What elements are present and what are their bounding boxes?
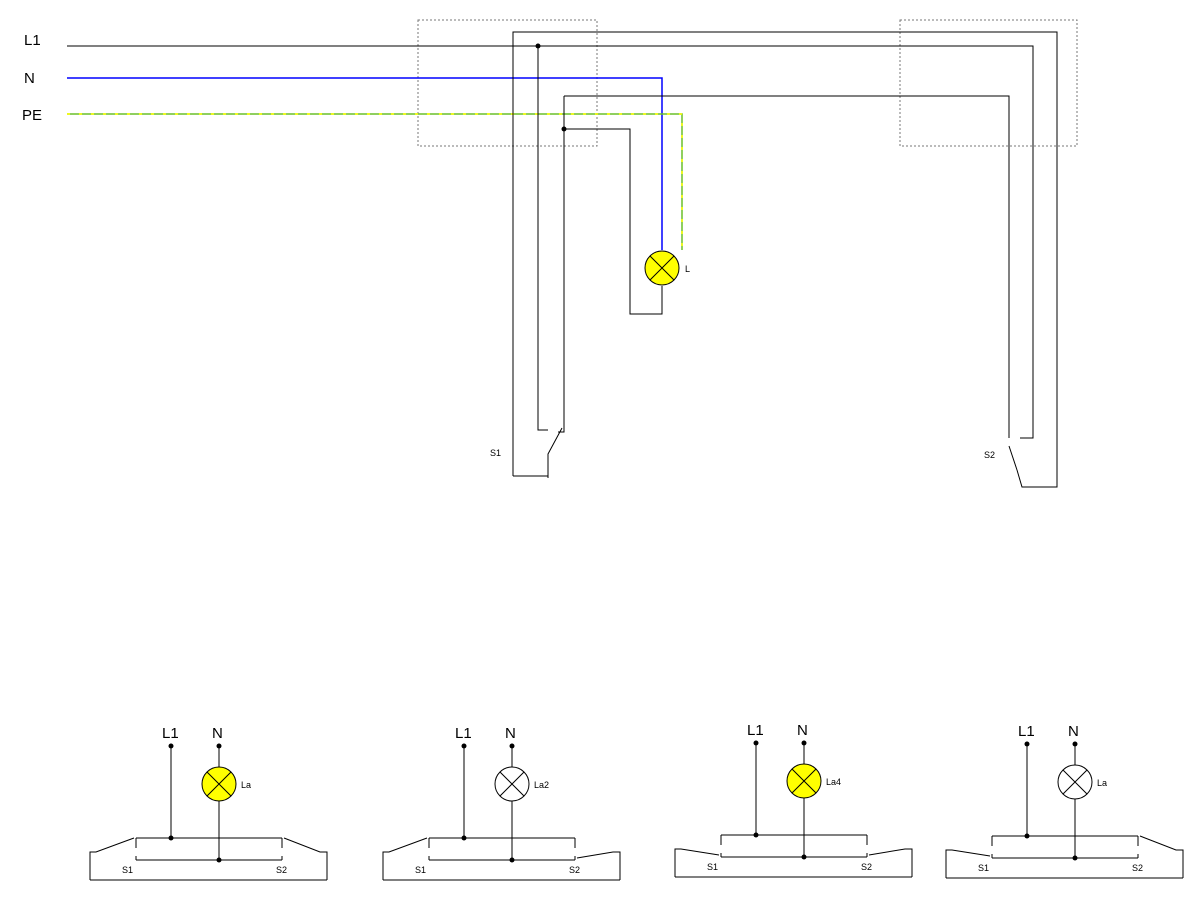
junction-dot xyxy=(801,854,807,860)
junction-dot xyxy=(461,835,467,841)
junction-dot xyxy=(535,43,541,49)
switch-contacts xyxy=(428,838,576,860)
switch-s1-label: S1 xyxy=(978,863,989,873)
junction-dot xyxy=(1024,833,1030,839)
neutral-wire xyxy=(67,77,663,250)
switch-s2-lever xyxy=(868,848,913,877)
state-l1-label: L1 xyxy=(162,725,179,742)
lamp xyxy=(201,766,237,802)
cable-lamp-switched xyxy=(564,128,663,315)
lamp-label: La xyxy=(1097,778,1107,788)
state-n-label: N xyxy=(1068,723,1079,740)
switch-s2-lever xyxy=(283,837,328,880)
lamp-label: La xyxy=(241,780,251,790)
junction-dot xyxy=(1072,855,1078,861)
switch-s2-contact xyxy=(1008,445,1018,471)
junction-dot xyxy=(561,126,567,132)
switch-s2-label: S2 xyxy=(276,865,287,875)
junction-box-right xyxy=(899,19,1078,147)
state-l1-label: L1 xyxy=(1018,723,1035,740)
cable-outer-loop xyxy=(512,31,1058,488)
switch-contacts xyxy=(720,835,868,857)
cable-s1-feed xyxy=(537,46,548,431)
junction-dot xyxy=(216,857,222,863)
pe-wire xyxy=(67,113,683,250)
switch-s2-label: S2 xyxy=(1132,863,1143,873)
lamp-label: La2 xyxy=(534,780,549,790)
state-l1-label: L1 xyxy=(455,725,472,742)
state-n-label: N xyxy=(797,722,808,739)
cable-l1-run xyxy=(430,45,1034,439)
lamp xyxy=(494,766,530,802)
switch-s1-lever xyxy=(382,837,428,880)
lamp xyxy=(786,763,822,799)
l1-line-label: L1 xyxy=(24,32,41,49)
switch-s1-contact xyxy=(513,427,563,478)
cable-traveller xyxy=(564,95,1010,438)
n-line-label: N xyxy=(24,70,35,87)
junction-dot xyxy=(509,857,515,863)
state-n-label: N xyxy=(505,725,516,742)
switch-s1-label: S1 xyxy=(707,862,718,872)
switch-s1-label: S1 xyxy=(490,448,501,458)
lamp xyxy=(1057,764,1093,800)
switch-s1-label: S1 xyxy=(122,865,133,875)
junction-dot xyxy=(753,832,759,838)
lamp-label: L xyxy=(685,264,690,274)
pe-line-label: PE xyxy=(22,107,42,124)
switch-contacts xyxy=(991,836,1139,858)
junction-dot xyxy=(168,835,174,841)
switch-s2-label: S2 xyxy=(569,865,580,875)
switch-s1-lever xyxy=(945,849,991,878)
state-n-label: N xyxy=(212,725,223,742)
switch-contacts xyxy=(135,838,283,860)
lamp-label: La4 xyxy=(826,777,841,787)
switch-s2-lever xyxy=(1139,835,1184,878)
installation-wiring: L1 N PE L xyxy=(22,19,1078,488)
junction-box-left xyxy=(417,19,598,147)
switch-s2-lever xyxy=(576,851,621,880)
switch-s1-label: S1 xyxy=(415,865,426,875)
lamp-l xyxy=(644,250,680,286)
state-l1-label: L1 xyxy=(747,722,764,739)
switch-s1-lever xyxy=(89,837,135,880)
switch-s2-label: S2 xyxy=(861,862,872,872)
switch-s2-label: S2 xyxy=(984,450,995,460)
switch-s1-lever xyxy=(674,848,720,877)
